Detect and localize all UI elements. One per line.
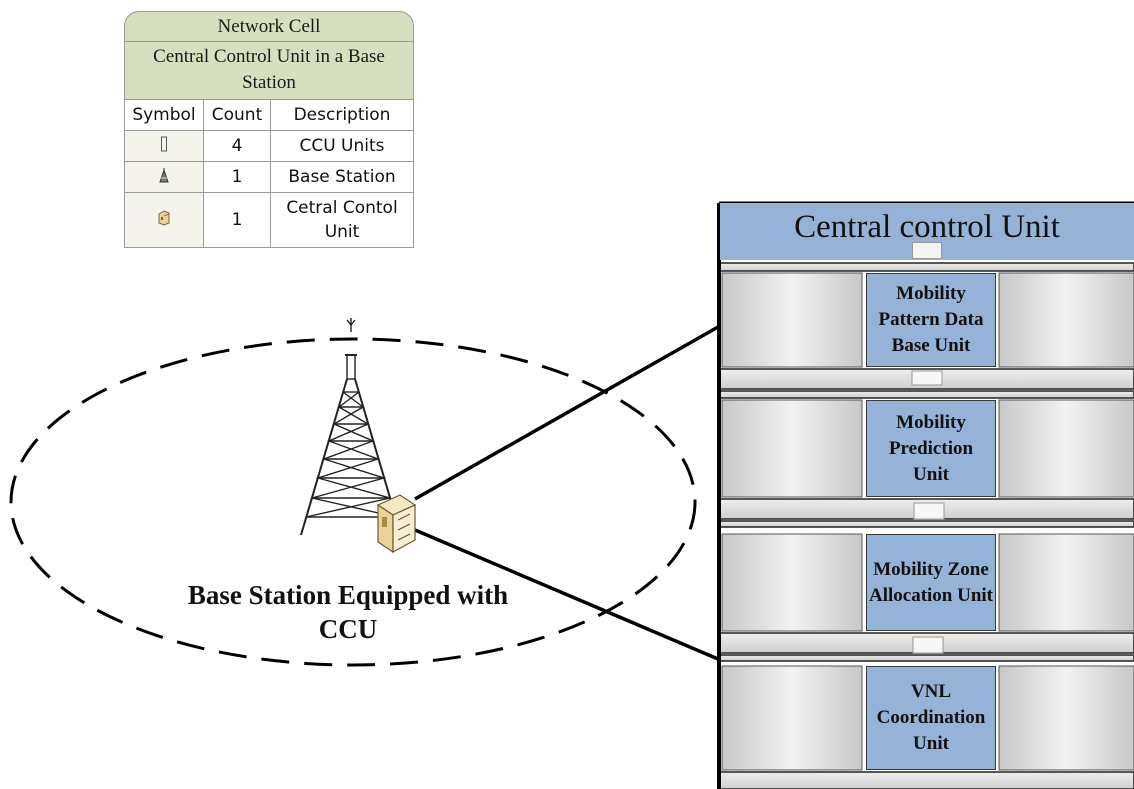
module-label: Mobility Pattern Data Base Unit — [878, 283, 984, 356]
module-label: Mobility Zone Allocation Unit — [868, 558, 994, 606]
base-station-icon — [159, 167, 169, 182]
legend-description: Cetral Contol Unit — [270, 192, 414, 248]
legend-count: 1 — [203, 161, 271, 193]
legend-row: 4 CCU Units — [124, 130, 414, 162]
module-label: Mobility Prediction Unit — [888, 411, 974, 485]
ccu-unit-icon — [161, 136, 167, 151]
connector-line-upper — [414, 325, 719, 501]
base-station-tower-icon — [300, 318, 402, 536]
legend-count: 1 — [203, 192, 271, 248]
legend-row: 1 Base Station — [124, 161, 414, 193]
legend-symbol-cell — [124, 192, 204, 248]
ccu-header-slot-icon — [912, 242, 942, 259]
legend-description: CCU Units — [270, 130, 414, 162]
legend-header-description: Description — [270, 99, 414, 131]
legend-header-count: Count — [203, 99, 271, 131]
legend-row: 1 Cetral Contol Unit — [124, 192, 414, 248]
ccu-cabinet-icon — [376, 494, 417, 554]
legend-header-row: Symbol Count Description — [124, 99, 414, 131]
connector-line-lower — [414, 528, 719, 661]
ccu-title-text: Central control Unit — [794, 209, 1060, 245]
central-control-unit-icon — [158, 209, 170, 226]
legend-title: Network Cell — [124, 11, 414, 41]
legend: Network Cell Central Control Unit in a B… — [124, 11, 414, 248]
legend-description: Base Station — [270, 161, 414, 193]
module-mobility-pattern-database: Mobility Pattern Data Base Unit — [866, 273, 996, 367]
legend-symbol-cell — [124, 161, 204, 193]
legend-subtitle: Central Control Unit in a Base Station — [124, 41, 414, 99]
module-mobility-prediction: Mobility Prediction Unit — [866, 400, 996, 497]
network-cell-boundary — [9, 337, 697, 667]
legend-symbol-cell — [124, 130, 204, 162]
module-label: VNL Coordination Unit — [876, 681, 986, 754]
module-vnl-coordination: VNL Coordination Unit — [866, 666, 996, 770]
base-station-label: Base Station Equipped with CCU — [187, 580, 509, 644]
legend-table: Symbol Count Description 4 CCU Units 1 — [124, 99, 414, 248]
module-mobility-zone-allocation: Mobility Zone Allocation Unit — [866, 534, 996, 631]
legend-header-symbol: Symbol — [124, 99, 204, 131]
